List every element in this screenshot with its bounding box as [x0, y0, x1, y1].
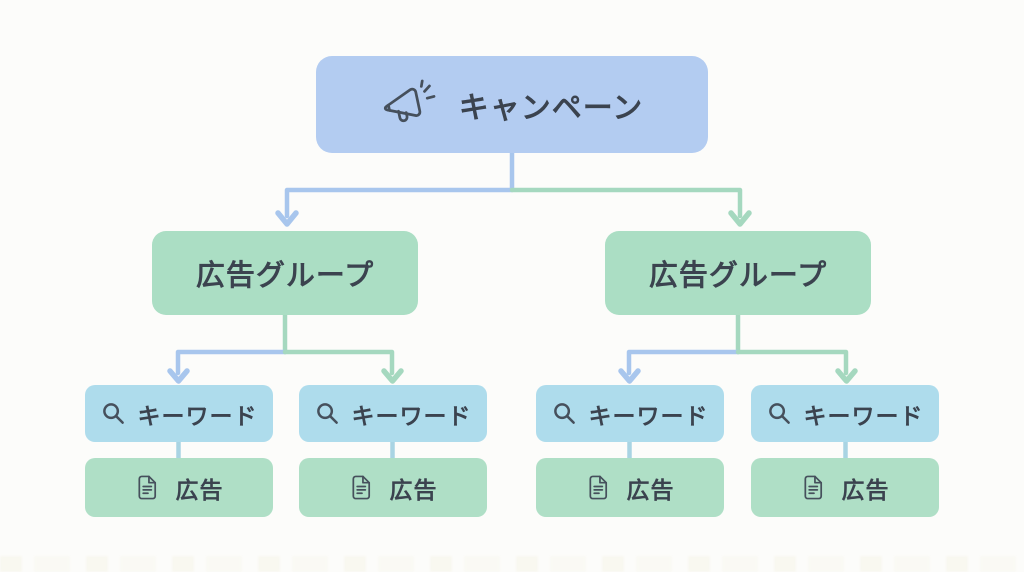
ad-label: 広告	[175, 477, 224, 504]
document-icon	[349, 474, 374, 501]
ad-node-3: 広告	[536, 458, 724, 517]
arrowhead-keyword4	[835, 368, 858, 384]
arrowhead-group1	[275, 210, 299, 227]
arrowhead-keyword2	[381, 368, 404, 384]
arrowhead-group2	[728, 210, 752, 227]
connector-campaign-to-group1	[284, 149, 515, 219]
arrowhead-keyword3	[618, 368, 641, 384]
campaign-label: キャンペーン	[458, 90, 644, 126]
keyword-label: キーワード	[803, 403, 924, 430]
keyword-label: キーワード	[588, 403, 709, 430]
connector-group2-to-keyword4	[735, 349, 849, 376]
ad-node-2: 広告	[299, 458, 487, 517]
connector-campaign-to-group2	[509, 187, 743, 219]
keyword-node-2: キーワード	[299, 385, 487, 442]
connector-group2-to-keyword3	[626, 349, 741, 376]
ad-label: 広告	[626, 477, 675, 504]
keyword-label: キーワード	[351, 403, 472, 430]
ad-group-node-1: 広告グループ	[152, 231, 418, 315]
keyword-node-3: キーワード	[536, 385, 724, 442]
ad-label: 広告	[389, 477, 438, 504]
arrowhead-keyword1	[167, 368, 190, 384]
ad-group-label: 広告グループ	[648, 258, 828, 292]
document-icon	[586, 474, 611, 501]
megaphone-icon	[381, 79, 439, 131]
ad-group-label: 広告グループ	[195, 258, 375, 292]
search-icon	[767, 401, 792, 426]
cropped-text-artifact	[0, 556, 1024, 572]
keyword-node-1: キーワード	[85, 385, 273, 442]
keyword-label: キーワード	[137, 403, 258, 430]
ad-node-4: 広告	[751, 458, 939, 517]
ad-group-node-2: 広告グループ	[605, 231, 871, 315]
connector-group1-to-keyword2	[282, 349, 395, 376]
ad-label: 広告	[841, 477, 890, 504]
search-icon	[315, 401, 340, 426]
document-icon	[801, 474, 826, 501]
document-icon	[135, 474, 160, 501]
search-icon	[552, 401, 577, 426]
ad-node-1: 広告	[85, 458, 273, 517]
connector-group1-to-keyword1	[175, 349, 288, 376]
campaign-node: キャンペーン	[316, 56, 708, 153]
keyword-node-4: キーワード	[751, 385, 939, 442]
search-icon	[101, 401, 126, 426]
